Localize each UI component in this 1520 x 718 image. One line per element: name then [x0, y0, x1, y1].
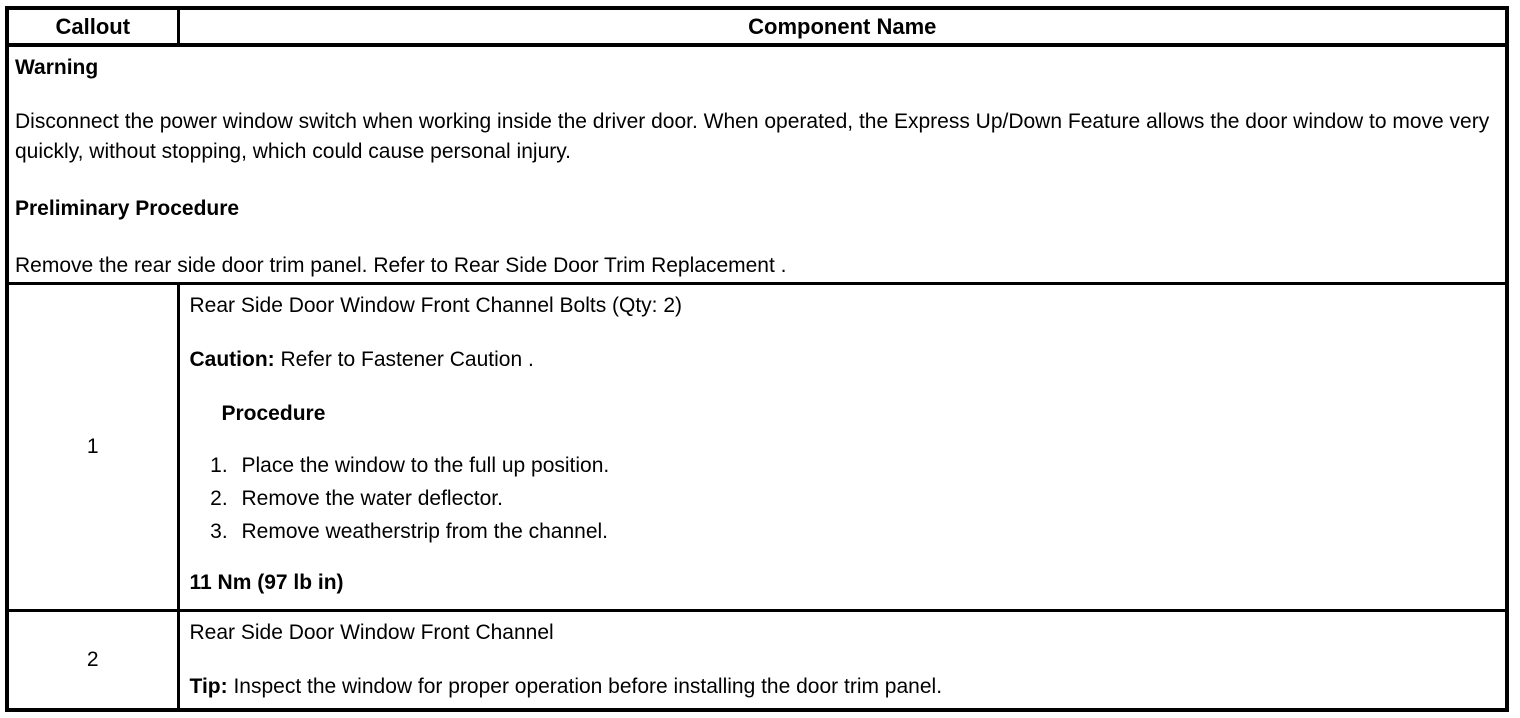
- tip-label: Tip:: [189, 674, 228, 698]
- tip-text: Inspect the window for proper operation …: [233, 674, 943, 698]
- warning-heading: Warning: [15, 56, 99, 79]
- caution-note: Caution: Refer to Fastener Caution .: [190, 345, 1496, 375]
- component-name-column-header: Component Name: [176, 6, 1509, 47]
- caution-text: Refer to Fastener Caution .: [280, 347, 534, 371]
- component-cell-1: Rear Side Door Window Front Channel Bolt…: [176, 281, 1509, 612]
- callout-column-header: Callout: [5, 6, 180, 47]
- callout-number-1: 1: [5, 281, 180, 612]
- procedure-step-1: Place the window to the full up position…: [234, 449, 1496, 482]
- table-row: 2 Rear Side Door Window Front Channel Ti…: [5, 608, 1509, 712]
- preamble-cell: Warning Disconnect the power window swit…: [5, 43, 1509, 285]
- table-header-row: Callout Component Name: [5, 6, 1509, 47]
- component-callout-table: Callout Component Name Warning Disconnec…: [5, 6, 1509, 712]
- table: Callout Component Name Warning Disconnec…: [5, 6, 1509, 712]
- preliminary-procedure-heading: Preliminary Procedure: [15, 197, 240, 220]
- callout-number-2: 2: [5, 608, 180, 712]
- warning-text: Disconnect the power window switch when …: [15, 110, 1490, 163]
- component-name-1: Rear Side Door Window Front Channel Bolt…: [189, 293, 683, 317]
- procedure-heading: Procedure: [221, 401, 326, 425]
- procedure-step-2: Remove the water deflector.: [234, 482, 1496, 515]
- procedure-steps-list: Place the window to the full up position…: [190, 449, 1496, 548]
- tip-note: Tip: Inspect the window for proper opera…: [190, 672, 1496, 702]
- torque-spec: 11 Nm (97 lb in): [189, 570, 344, 594]
- procedure-step-3: Remove weatherstrip from the channel.: [234, 515, 1496, 548]
- component-cell-2: Rear Side Door Window Front Channel Tip:…: [176, 608, 1509, 712]
- preamble-row: Warning Disconnect the power window swit…: [5, 43, 1509, 285]
- component-name-2: Rear Side Door Window Front Channel: [189, 620, 554, 644]
- preliminary-procedure-text: Remove the rear side door trim panel. Re…: [15, 254, 787, 277]
- table-row: 1 Rear Side Door Window Front Channel Bo…: [5, 281, 1509, 612]
- caution-label: Caution:: [189, 347, 275, 371]
